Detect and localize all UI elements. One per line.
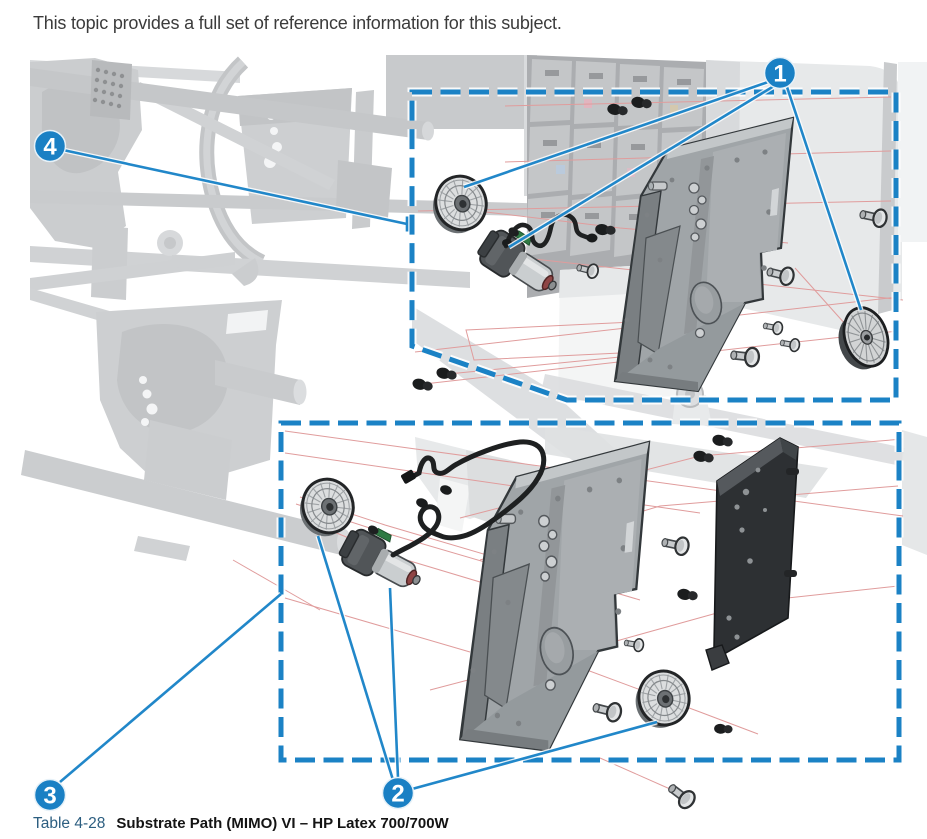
svg-text:1: 1 bbox=[773, 61, 786, 88]
svg-text:4: 4 bbox=[43, 134, 57, 161]
svg-text:2: 2 bbox=[391, 781, 404, 808]
svg-text:3: 3 bbox=[43, 783, 56, 810]
